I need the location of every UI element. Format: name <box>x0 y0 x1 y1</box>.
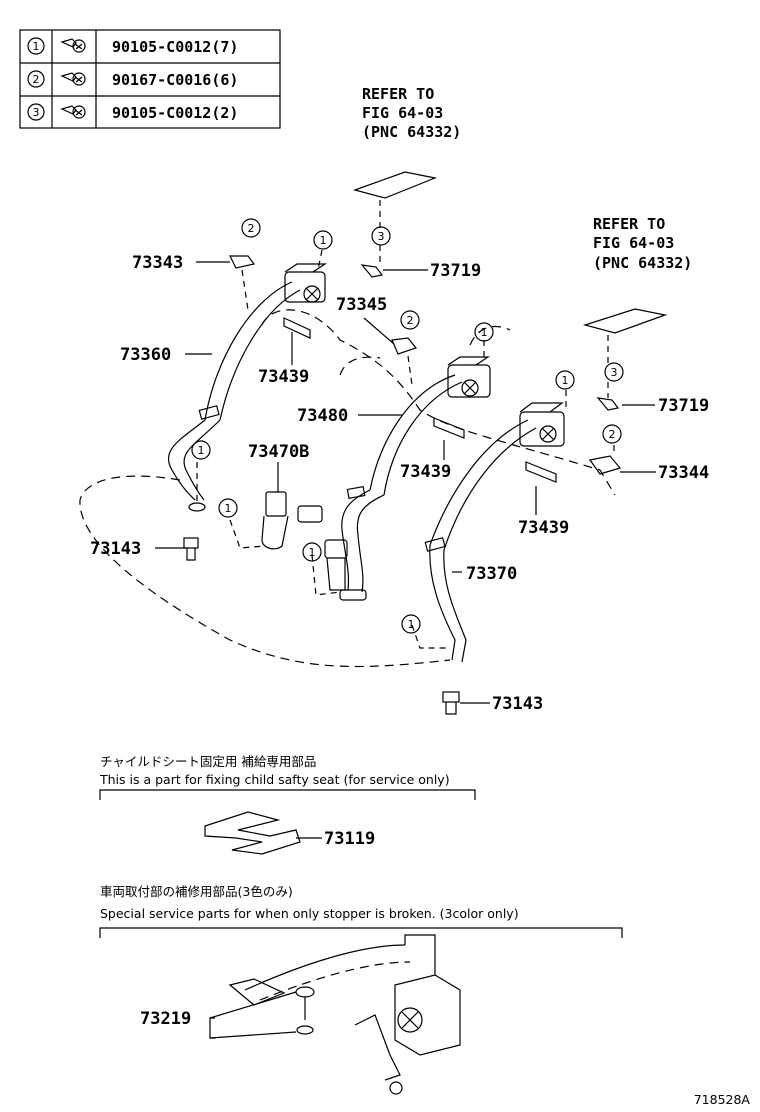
marker-3: 3 <box>611 366 618 379</box>
cover-73439-b <box>433 417 465 439</box>
flange-bolt-icon <box>60 105 86 119</box>
marker-1: 1 <box>198 444 205 457</box>
anchor-bolt-left <box>183 537 199 561</box>
refer-left-line3: (PNC 64332) <box>362 123 461 141</box>
cover-73439-c <box>525 461 557 483</box>
marker-2: 2 <box>248 222 255 235</box>
left-seat-belt <box>167 263 327 512</box>
refer-right-line3: (PNC 64332) <box>593 254 692 272</box>
markers <box>191 218 624 634</box>
callout-73480: 73480 <box>297 406 348 426</box>
callout-73143-b: 73143 <box>492 694 543 714</box>
marker-3: 3 <box>378 230 385 243</box>
figure-id: 718528A <box>694 1092 751 1107</box>
callout-73719-a: 73719 <box>430 261 481 281</box>
bracket-stopper <box>99 927 623 938</box>
table-mark-1: 1 <box>33 40 40 53</box>
seat-outline <box>79 309 616 668</box>
right-seat-belt <box>424 402 565 663</box>
flange-bolt-icon <box>60 72 86 86</box>
table-part-3: 90105-C0012(2) <box>112 104 238 122</box>
cover-73344 <box>588 455 622 475</box>
marker-1: 1 <box>309 546 316 559</box>
stopper-repair-illustration <box>209 934 461 1095</box>
marker-1: 1 <box>481 326 488 339</box>
leader-lines <box>155 261 656 704</box>
stopper-section-jp: 車両取付部の補修用部品(3色のみ) <box>100 884 293 899</box>
cover-73439-a <box>283 317 311 339</box>
child-section-jp: チャイルドシート固定用 補給専用部品 <box>100 754 316 769</box>
callout-73439-a: 73439 <box>258 367 309 387</box>
callout-73360: 73360 <box>120 345 171 365</box>
refer-right-line1: REFER TO <box>593 215 665 233</box>
marker-2: 2 <box>609 428 616 441</box>
refer-left-line1: REFER TO <box>362 85 434 103</box>
callout-73439-c: 73439 <box>518 518 569 538</box>
dashed-connectors <box>196 200 615 649</box>
cover-73343 <box>229 255 256 269</box>
callout-73143-a: 73143 <box>90 539 141 559</box>
callout-73370: 73370 <box>466 564 517 584</box>
table-mark-3: 3 <box>33 106 40 119</box>
bolt-legend-table <box>19 29 281 129</box>
flange-bolt-icon <box>60 38 86 53</box>
callout-73344: 73344 <box>658 463 709 483</box>
clip-73719-b <box>596 397 620 411</box>
callout-73719-b: 73719 <box>658 396 709 416</box>
marker-2: 2 <box>407 314 414 327</box>
stopper-section-en: Special service parts for when only stop… <box>100 906 519 921</box>
callout-73343: 73343 <box>132 253 183 273</box>
refer-left-line2: FIG 64-03 <box>362 104 443 122</box>
callout-73470b: 73470B <box>248 442 309 462</box>
clip-73719-a <box>360 264 384 278</box>
trim-top-left <box>352 171 438 199</box>
marker-1: 1 <box>320 234 327 247</box>
middle-seat-belt <box>339 356 491 601</box>
child-seat-anchor <box>204 811 322 855</box>
table-mark-2: 2 <box>33 73 40 86</box>
callout-73439-b: 73439 <box>400 462 451 482</box>
trim-top-right <box>582 308 668 334</box>
marker-1: 1 <box>562 374 569 387</box>
child-section-en: This is a part for fixing child safty se… <box>99 772 450 787</box>
refer-right-line2: FIG 64-03 <box>593 234 674 252</box>
anchor-bolt-right <box>442 691 460 715</box>
callout-73219: 73219 <box>140 1009 191 1029</box>
marker-1: 1 <box>408 618 415 631</box>
table-part-1: 90105-C0012(7) <box>112 38 238 56</box>
bracket-child <box>99 789 476 800</box>
cover-73345 <box>391 337 418 355</box>
marker-1: 1 <box>225 502 232 515</box>
callout-73345: 73345 <box>336 295 387 315</box>
table-part-2: 90167-C0016(6) <box>112 71 238 89</box>
buckle-assembly <box>261 491 348 591</box>
callout-73119: 73119 <box>324 829 375 849</box>
